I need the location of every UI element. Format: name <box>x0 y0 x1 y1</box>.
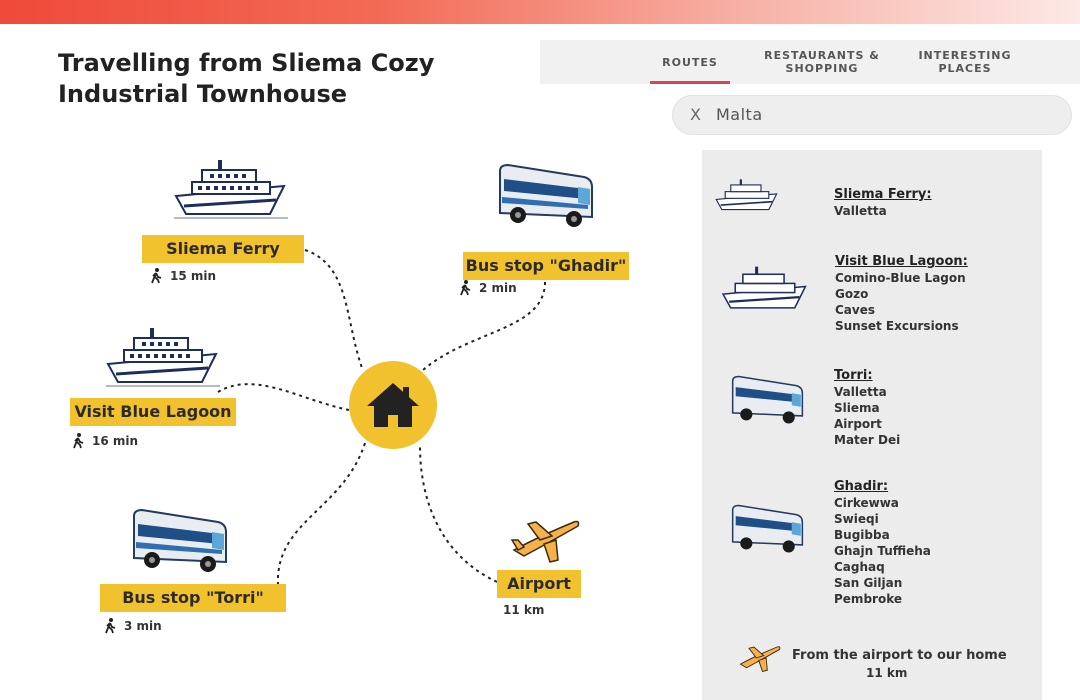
panel-line: San Giljan <box>834 576 903 590</box>
connector-airport <box>419 445 498 583</box>
panel-line: Swieqi <box>834 512 879 526</box>
walking-icon <box>105 618 116 634</box>
label-sliema-ferry[interactable]: Sliema Ferry <box>142 235 304 263</box>
tab-interesting-places[interactable]: INTERESTING PLACES <box>912 40 1018 84</box>
tab-routes[interactable]: ROUTES <box>650 40 730 84</box>
active-tab-indicator <box>650 81 730 84</box>
ferry-icon <box>721 266 807 309</box>
bus-icon <box>731 375 804 424</box>
panel-title-blue-lagoon: Visit Blue Lagoon: <box>835 254 968 269</box>
panel-line: Ghajn Tuffieha <box>834 544 931 558</box>
walk-time-blue-lagoon: 16 min <box>92 434 139 448</box>
tab-interesting-label: INTERESTING PLACES <box>918 49 1012 75</box>
ferry-icon <box>174 160 288 219</box>
ferry-icon <box>106 328 220 387</box>
panel-line: Valletta <box>834 204 887 218</box>
panel-airport-distance: 11 km <box>866 666 908 680</box>
panel-line: Mater Dei <box>834 433 901 447</box>
routes-panel: Sliema Ferry: Valletta Visit Blue Lagoon… <box>702 150 1042 700</box>
panel-line: Comino-Blue Lagon <box>835 271 966 285</box>
label-bus-stop-ghadir[interactable]: Bus stop "Ghadir" <box>463 252 629 280</box>
walking-icon <box>73 433 84 449</box>
panel-title-airport: From the airport to our home <box>792 648 1007 663</box>
connector-bus-ghadir <box>422 281 546 371</box>
panel-line: Caghaq <box>834 560 885 574</box>
connector-blue-lagoon <box>217 383 350 411</box>
label-airport[interactable]: Airport <box>497 570 581 598</box>
walking-icon <box>151 268 162 284</box>
connector-sliema-ferry <box>304 249 363 369</box>
panel-title-sliema-ferry: Sliema Ferry: <box>834 187 932 202</box>
bus-icon <box>731 504 804 553</box>
tab-bar: ROUTES RESTAURANTS & SHOPPING INTERESTIN… <box>540 40 1080 84</box>
label-bus-stop-torri[interactable]: Bus stop "Torri" <box>100 584 286 612</box>
meta-bus-torri: 3 min <box>104 618 162 634</box>
connector-bus-torri <box>276 439 367 586</box>
walk-time-sliema-ferry: 15 min <box>170 269 217 283</box>
panel-line: Bugibba <box>834 528 890 542</box>
clear-search-icon[interactable]: X <box>690 105 701 124</box>
panel-line: Airport <box>834 417 882 431</box>
panel-line: Valletta <box>834 385 887 399</box>
panel-title-torri: Torri: <box>834 368 873 383</box>
airport-distance: 11 km <box>503 603 545 617</box>
meta-sliema-ferry: 15 min <box>150 268 216 284</box>
airplane-icon <box>739 646 781 672</box>
meta-airport: 11 km <box>503 603 544 617</box>
panel-line: Cirkewwa <box>834 496 899 510</box>
page-title: Travelling from Sliema Cozy Industrial T… <box>58 49 435 108</box>
panel-line: Gozo <box>835 287 869 301</box>
tab-restaurants-label: RESTAURANTS & SHOPPING <box>764 49 880 75</box>
label-visit-blue-lagoon[interactable]: Visit Blue Lagoon <box>70 398 236 426</box>
tab-routes-label: ROUTES <box>662 55 718 69</box>
panel-line: Pembroke <box>834 592 902 606</box>
top-gradient-bar <box>0 0 1080 24</box>
home-icon <box>367 383 419 427</box>
panel-title-ghadir: Ghadir: <box>834 479 889 494</box>
panel-line: Sliema <box>834 401 880 415</box>
walk-time-bus-torri: 3 min <box>124 619 162 633</box>
bus-icon <box>133 508 227 572</box>
home-marker <box>349 361 437 449</box>
airplane-icon <box>510 520 580 563</box>
meta-bus-ghadir: 2 min <box>459 280 517 296</box>
bus-icon <box>499 163 593 227</box>
ferry-icon <box>715 179 778 211</box>
panel-line: Caves <box>835 303 876 317</box>
meta-blue-lagoon: 16 min <box>72 433 138 449</box>
search-input[interactable]: Malta <box>716 105 763 124</box>
walking-icon <box>460 280 471 296</box>
walk-time-bus-ghadir: 2 min <box>479 281 517 295</box>
route-connectors <box>217 249 546 586</box>
panel-line: Sunset Excursions <box>835 319 959 333</box>
search-bar[interactable]: X Malta <box>672 95 1072 135</box>
tab-restaurants-shopping[interactable]: RESTAURANTS & SHOPPING <box>762 40 882 84</box>
panel-entry-airport[interactable]: From the airport to our home 11 km <box>702 640 1042 690</box>
